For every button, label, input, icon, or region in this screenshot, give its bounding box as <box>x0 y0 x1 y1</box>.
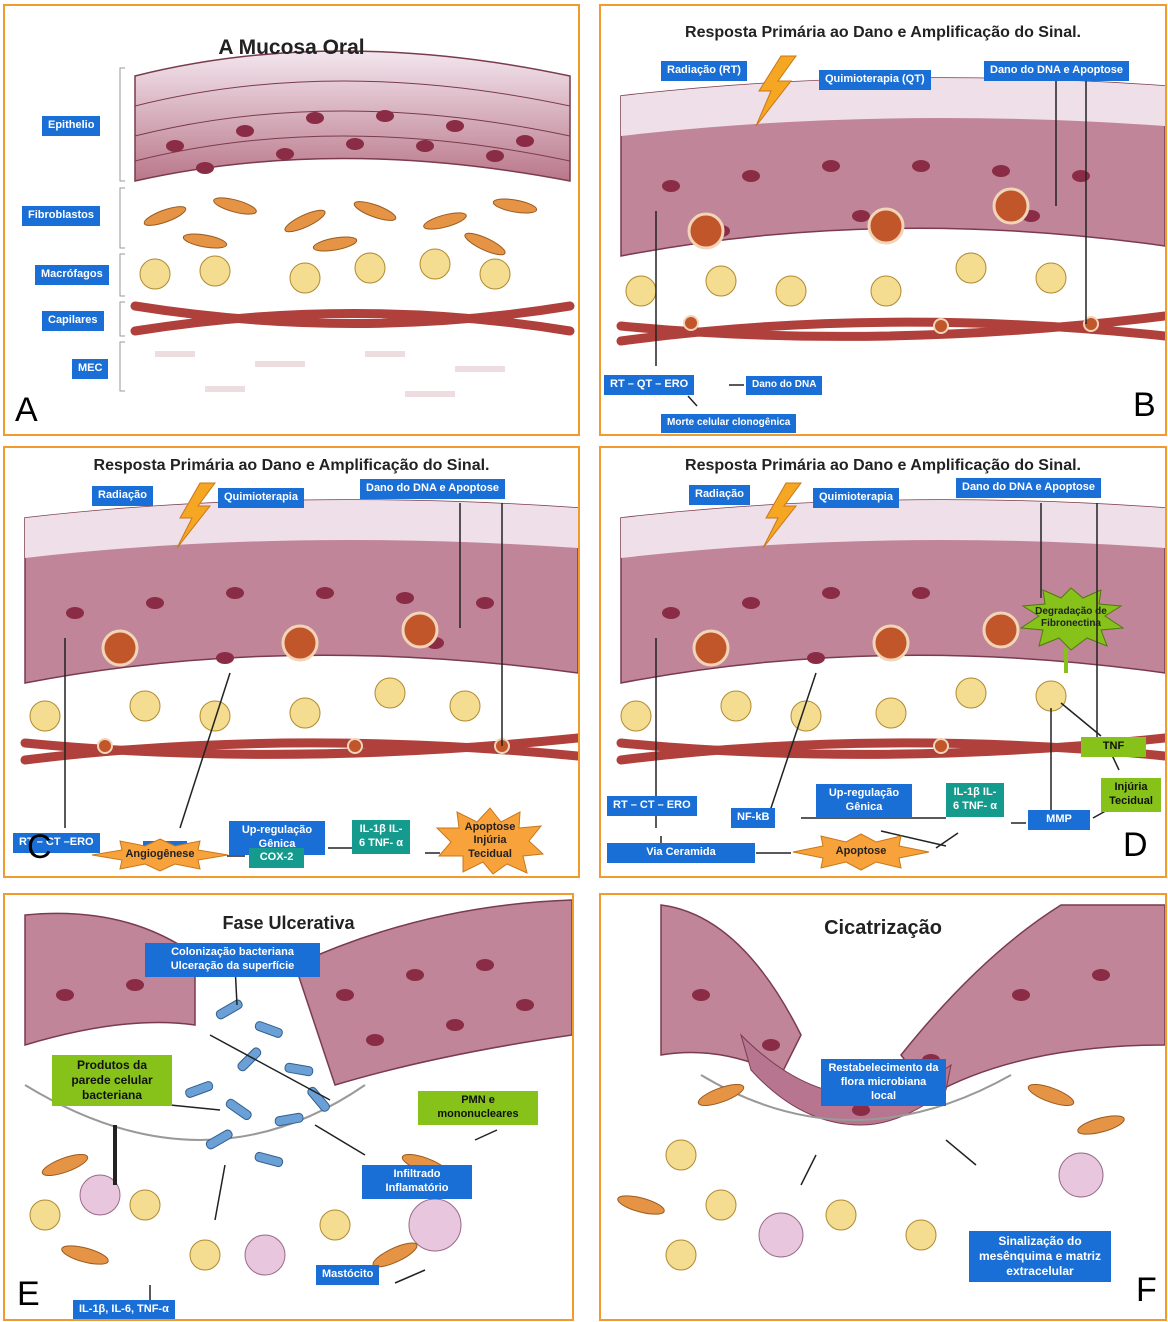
panel-a: A Mucosa Oral Epithelio Fibroblastos Mac… <box>3 4 580 436</box>
label-pmn-mononucleares: PMN e mononucleares <box>418 1091 538 1125</box>
panel-title: Cicatrização <box>601 917 1165 940</box>
label-interleucinas: IL-1β IL- 6 TNF- α <box>946 783 1004 817</box>
label-rt-ct-ero: RT – CT – ERO <box>607 796 697 816</box>
panel-e: Fase Ulcerativa Colonização bacteriana U… <box>3 893 574 1321</box>
label-fibroblastos: Fibroblastos <box>22 206 100 226</box>
label-radiacao: Radiação <box>92 486 153 506</box>
label-rt-qt-ero: RT – QT – ERO <box>604 375 694 395</box>
label-mastocito: Mastócito <box>316 1265 379 1285</box>
label-capilares: Capilares <box>42 311 104 331</box>
label-infiltrado-inflamatorio: Infiltrado Inflamatório <box>362 1165 472 1199</box>
burst-label: Apoptose Injúria Tecidual <box>460 821 520 861</box>
label-dano-dna-apoptose: Dano do DNA e Apoptose <box>984 61 1129 81</box>
label-quimioterapia: Quimioterapia <box>813 488 899 508</box>
panel-letter: F <box>1136 1271 1157 1310</box>
burst-label: Angiogênese <box>125 848 194 861</box>
label-restabelecimento-flora: Restabelecimento da flora microbiana loc… <box>821 1059 946 1106</box>
label-rt-ct-ero: RT – CT –ERO <box>13 833 100 853</box>
panel-title: Resposta Primária ao Dano e Amplificação… <box>601 457 1165 475</box>
panel-title: Resposta Primária ao Dano e Amplificação… <box>5 457 578 475</box>
label-degradacao-fibronectina: Degradação de Fibronectina <box>1016 598 1126 638</box>
label-morte-celular: Morte celular clonogênica <box>661 414 796 433</box>
label-cox-2: COX-2 <box>249 848 304 868</box>
burst-label: Apoptose <box>836 845 887 858</box>
label-mmp: MMP <box>1028 810 1090 830</box>
label-dano-dna: Dano do DNA <box>746 376 822 395</box>
label-sinalizacao-mesenquima: Sinalização do mesênquima e matriz extra… <box>969 1231 1111 1282</box>
panel-d: Resposta Primária ao Dano e Amplificação… <box>599 446 1167 878</box>
panel-title: Fase Ulcerativa <box>5 913 572 934</box>
panel-f: Cicatrização Restabelecimento da flora m… <box>599 893 1167 1321</box>
label-tnf: TNF <box>1081 737 1146 757</box>
label-interleucinas: IL-1β IL- 6 TNF- α <box>352 820 410 854</box>
label-up-regulacao: Up-regulação Gênica <box>816 784 912 818</box>
panel-letter: B <box>1133 386 1156 425</box>
label-injuria-tecidual: Injúria Tecidual <box>1101 778 1161 812</box>
label-radiacao: Radiação (RT) <box>661 61 747 81</box>
label-epithelio: Epithelio <box>42 116 100 136</box>
panel-letter: D <box>1123 826 1148 865</box>
panel-title: A Mucosa Oral <box>5 36 578 60</box>
label-quimioterapia: Quimioterapia <box>218 488 304 508</box>
panel-letter: C <box>27 828 52 867</box>
burst-apoptose: Apoptose <box>791 833 931 871</box>
panel-letter: E <box>17 1275 40 1314</box>
panel-title: Resposta Primária ao Dano e Amplificação… <box>601 24 1165 42</box>
burst-apoptose-injuria: Apoptose Injúria Tecidual <box>435 806 545 876</box>
label-quimioterapia: Quimioterapia (QT) <box>819 70 931 90</box>
panel-c: Resposta Primária ao Dano e Amplificação… <box>3 446 580 878</box>
panel-b: Resposta Primária ao Dano e Amplificação… <box>599 4 1167 436</box>
label-colonizacao: Colonização bacteriana Ulceração da supe… <box>145 943 320 977</box>
label-dano-dna-apoptose: Dano do DNA e Apoptose <box>956 478 1101 498</box>
label-produtos-parede: Produtos da parede celular bacteriana <box>52 1055 172 1106</box>
label-interleucinas: IL-1β, IL-6, TNF-α <box>73 1300 175 1320</box>
burst-angiogenese: Angiogênese <box>90 838 230 872</box>
label-via-ceramida: Via Ceramida <box>607 843 755 863</box>
label-mec: MEC <box>72 359 108 379</box>
label-nf-kb: NF-kB <box>731 808 775 828</box>
label-radiacao: Radiação <box>689 485 750 505</box>
label-dano-dna-apoptose: Dano do DNA e Apoptose <box>360 479 505 499</box>
panel-letter: A <box>15 391 38 430</box>
label-macrofagos: Macrófagos <box>35 265 109 285</box>
